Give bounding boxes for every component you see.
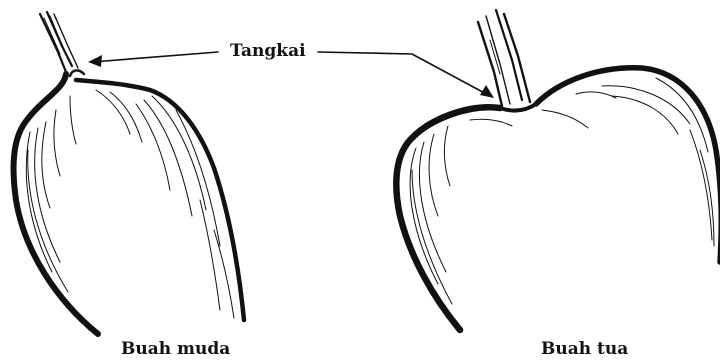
young-fruit-hatching bbox=[26, 90, 234, 318]
young-fruit-label: Buah muda bbox=[121, 341, 230, 358]
arrowhead-right-icon bbox=[480, 85, 494, 98]
mature-fruit-label: Buah tua bbox=[541, 341, 628, 358]
arrow-to-mature-stalk bbox=[318, 52, 490, 96]
stalk-label: Tangkai bbox=[230, 43, 306, 60]
arrowhead-left-icon bbox=[88, 55, 102, 67]
young-fruit-drawing bbox=[14, 12, 244, 334]
young-fruit-stalk bbox=[40, 12, 78, 72]
arrow-to-young-stalk bbox=[92, 52, 218, 62]
mature-fruit-drawing bbox=[396, 10, 720, 330]
